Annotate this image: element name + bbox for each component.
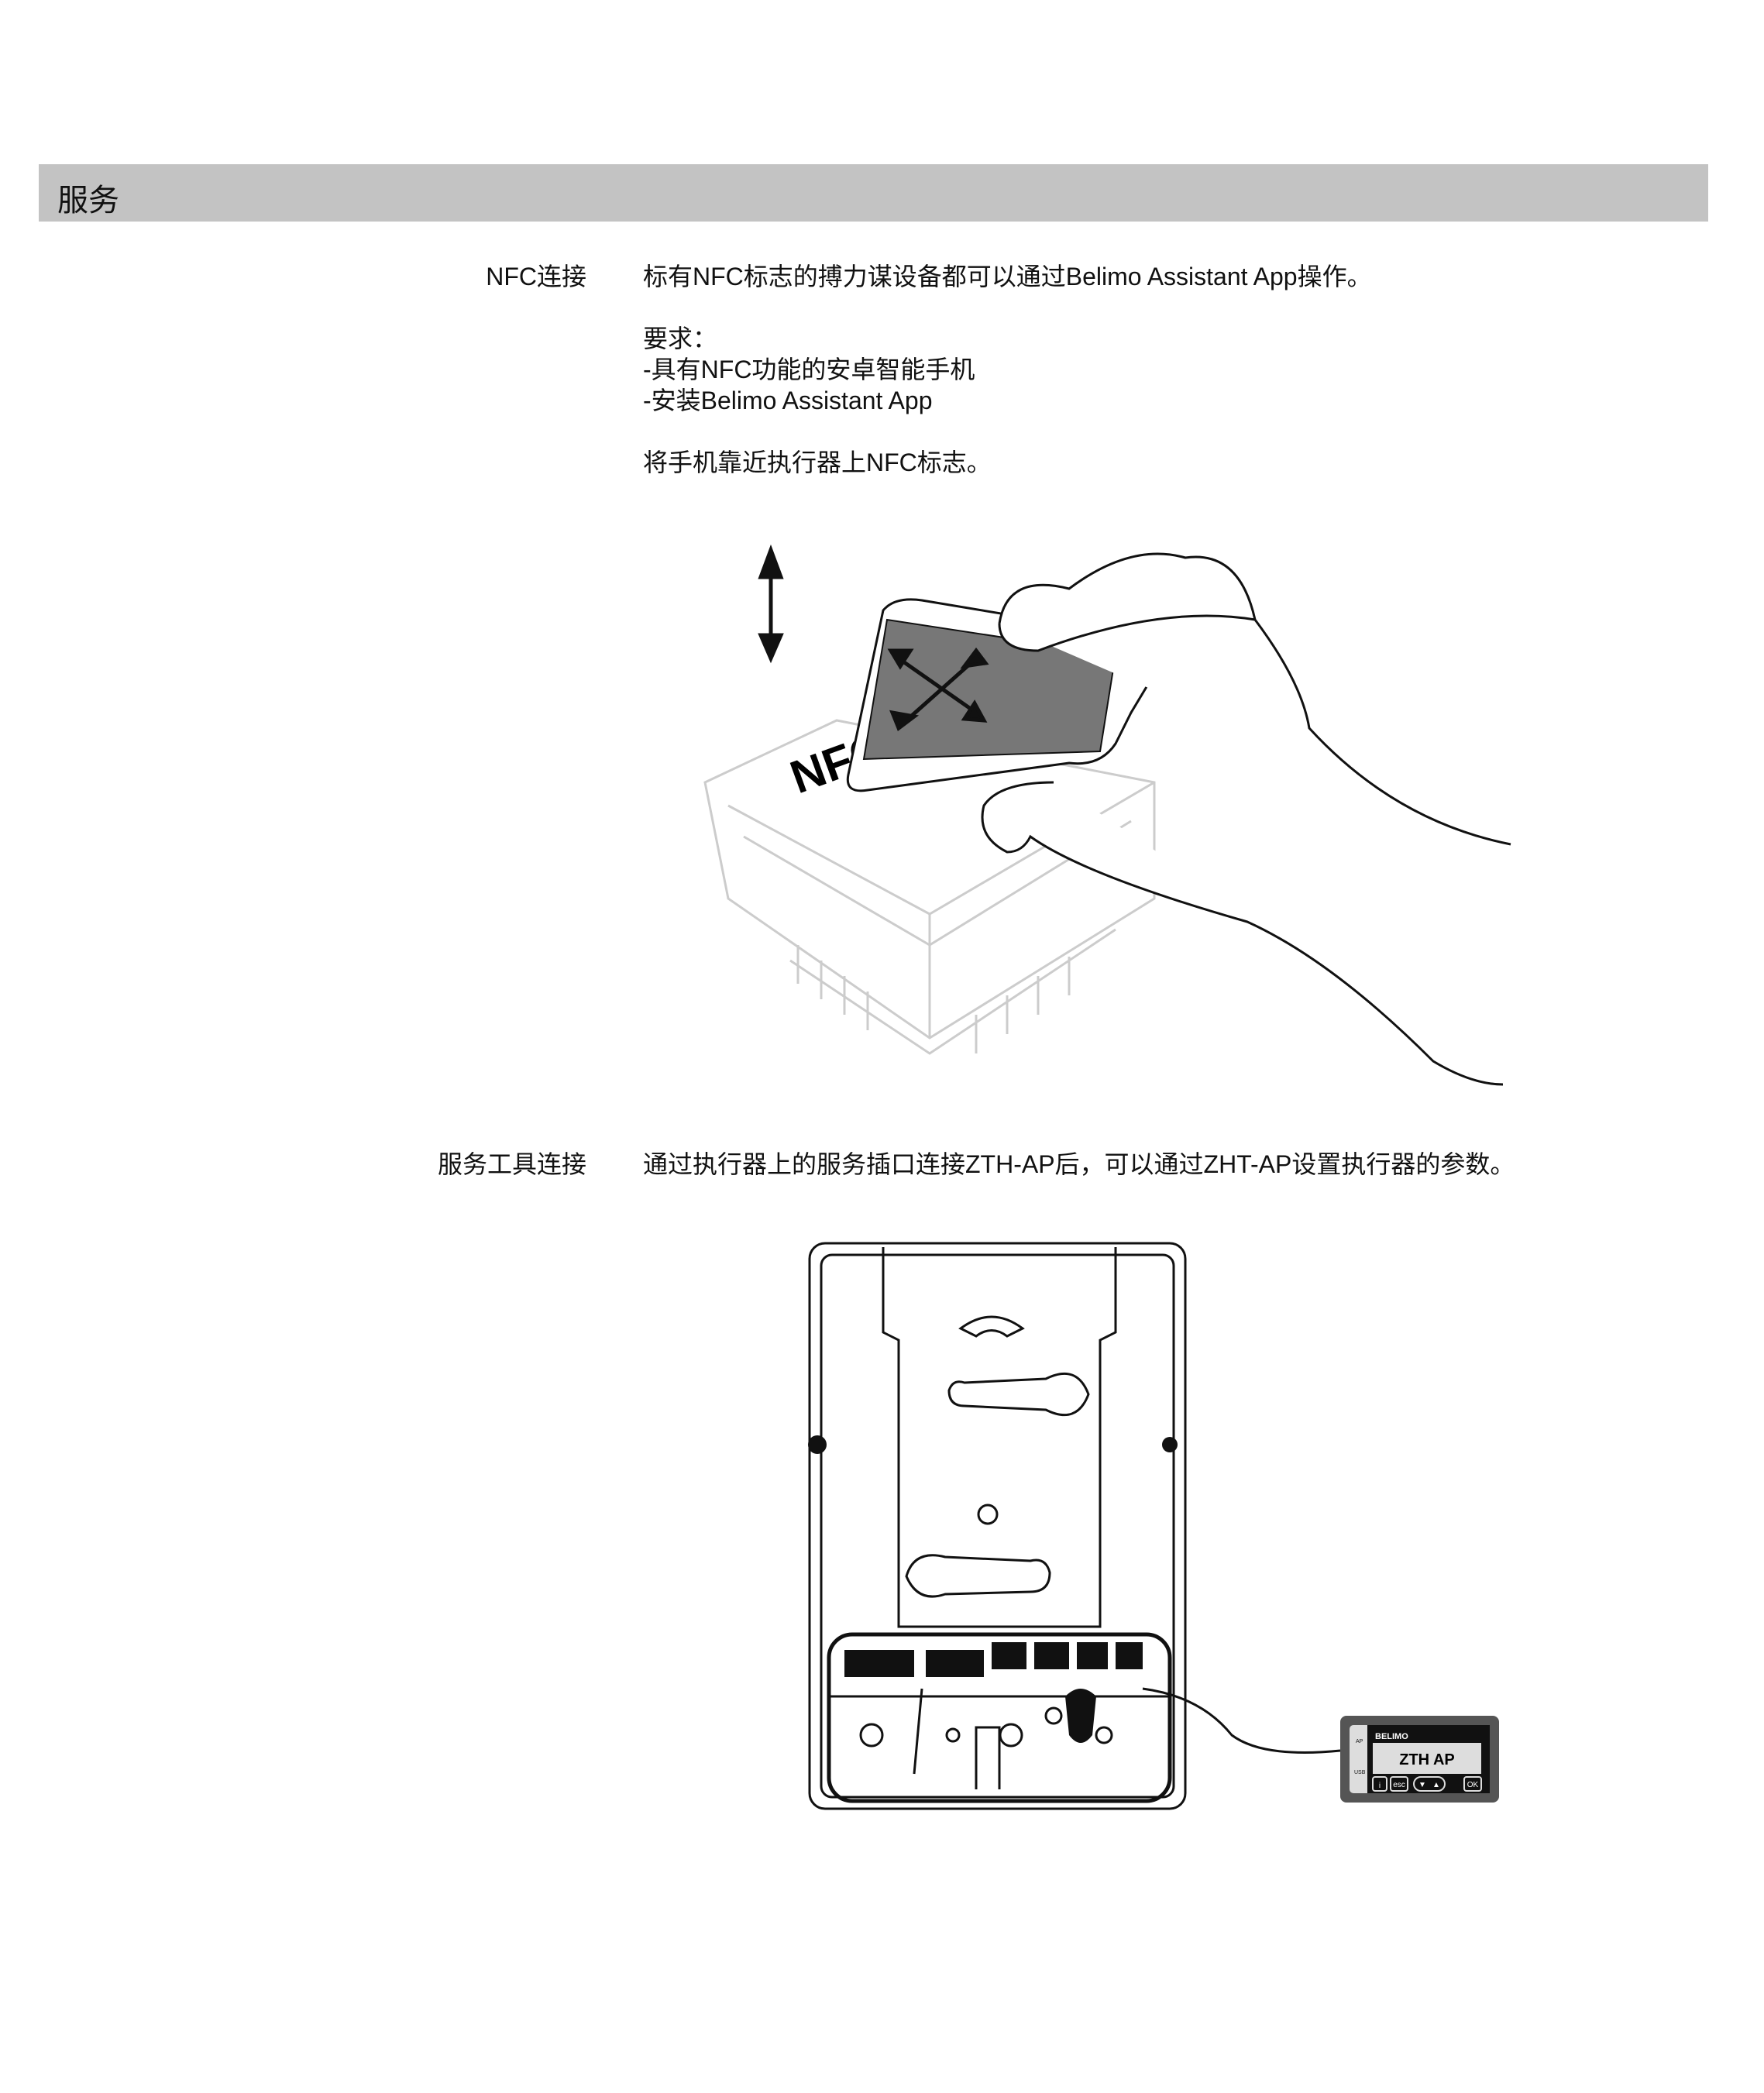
requirement-item: -安装Belimo Assistant App — [643, 387, 933, 414]
nfc-instruction: 将手机靠近执行器上NFC标志。 — [643, 448, 992, 476]
service-tool-text: 通过执行器上的服务插口连接ZTH-AP后，可以通过ZHT-AP设置执行器的参数。 — [643, 1150, 1515, 1178]
esc-button: esc — [1393, 1781, 1405, 1789]
section-header: 服务 — [39, 164, 1708, 222]
ap-port-label: AP — [1356, 1739, 1363, 1744]
device-display: ZTH AP — [1399, 1751, 1454, 1768]
nfc-illustration: NFC — [703, 544, 1511, 1086]
actuator-illustration: BELIMO ZTH AP i esc ▼ ▲ OK AP USB — [808, 1242, 1499, 1810]
nfc-label: NFC连接 — [486, 263, 586, 290]
ok-button: OK — [1467, 1781, 1479, 1789]
down-button: ▼ — [1418, 1781, 1426, 1789]
device-brand: BELIMO — [1375, 1732, 1408, 1741]
requirement-item: -具有NFC功能的安卓智能手机 — [643, 356, 975, 383]
up-button: ▲ — [1432, 1781, 1440, 1789]
zth-ap-device: BELIMO ZTH AP i esc ▼ ▲ OK AP USB — [1340, 1716, 1499, 1803]
usb-port-label: USB — [1354, 1770, 1366, 1775]
service-tool-label: 服务工具连接 — [437, 1150, 586, 1178]
nfc-intro: 标有NFC标志的搏力谋设备都可以通过Belimo Assistant App操作… — [643, 263, 1372, 290]
info-button: i — [1379, 1782, 1381, 1790]
requirements-title: 要求： — [643, 325, 718, 352]
section-title: 服务 — [57, 184, 119, 218]
